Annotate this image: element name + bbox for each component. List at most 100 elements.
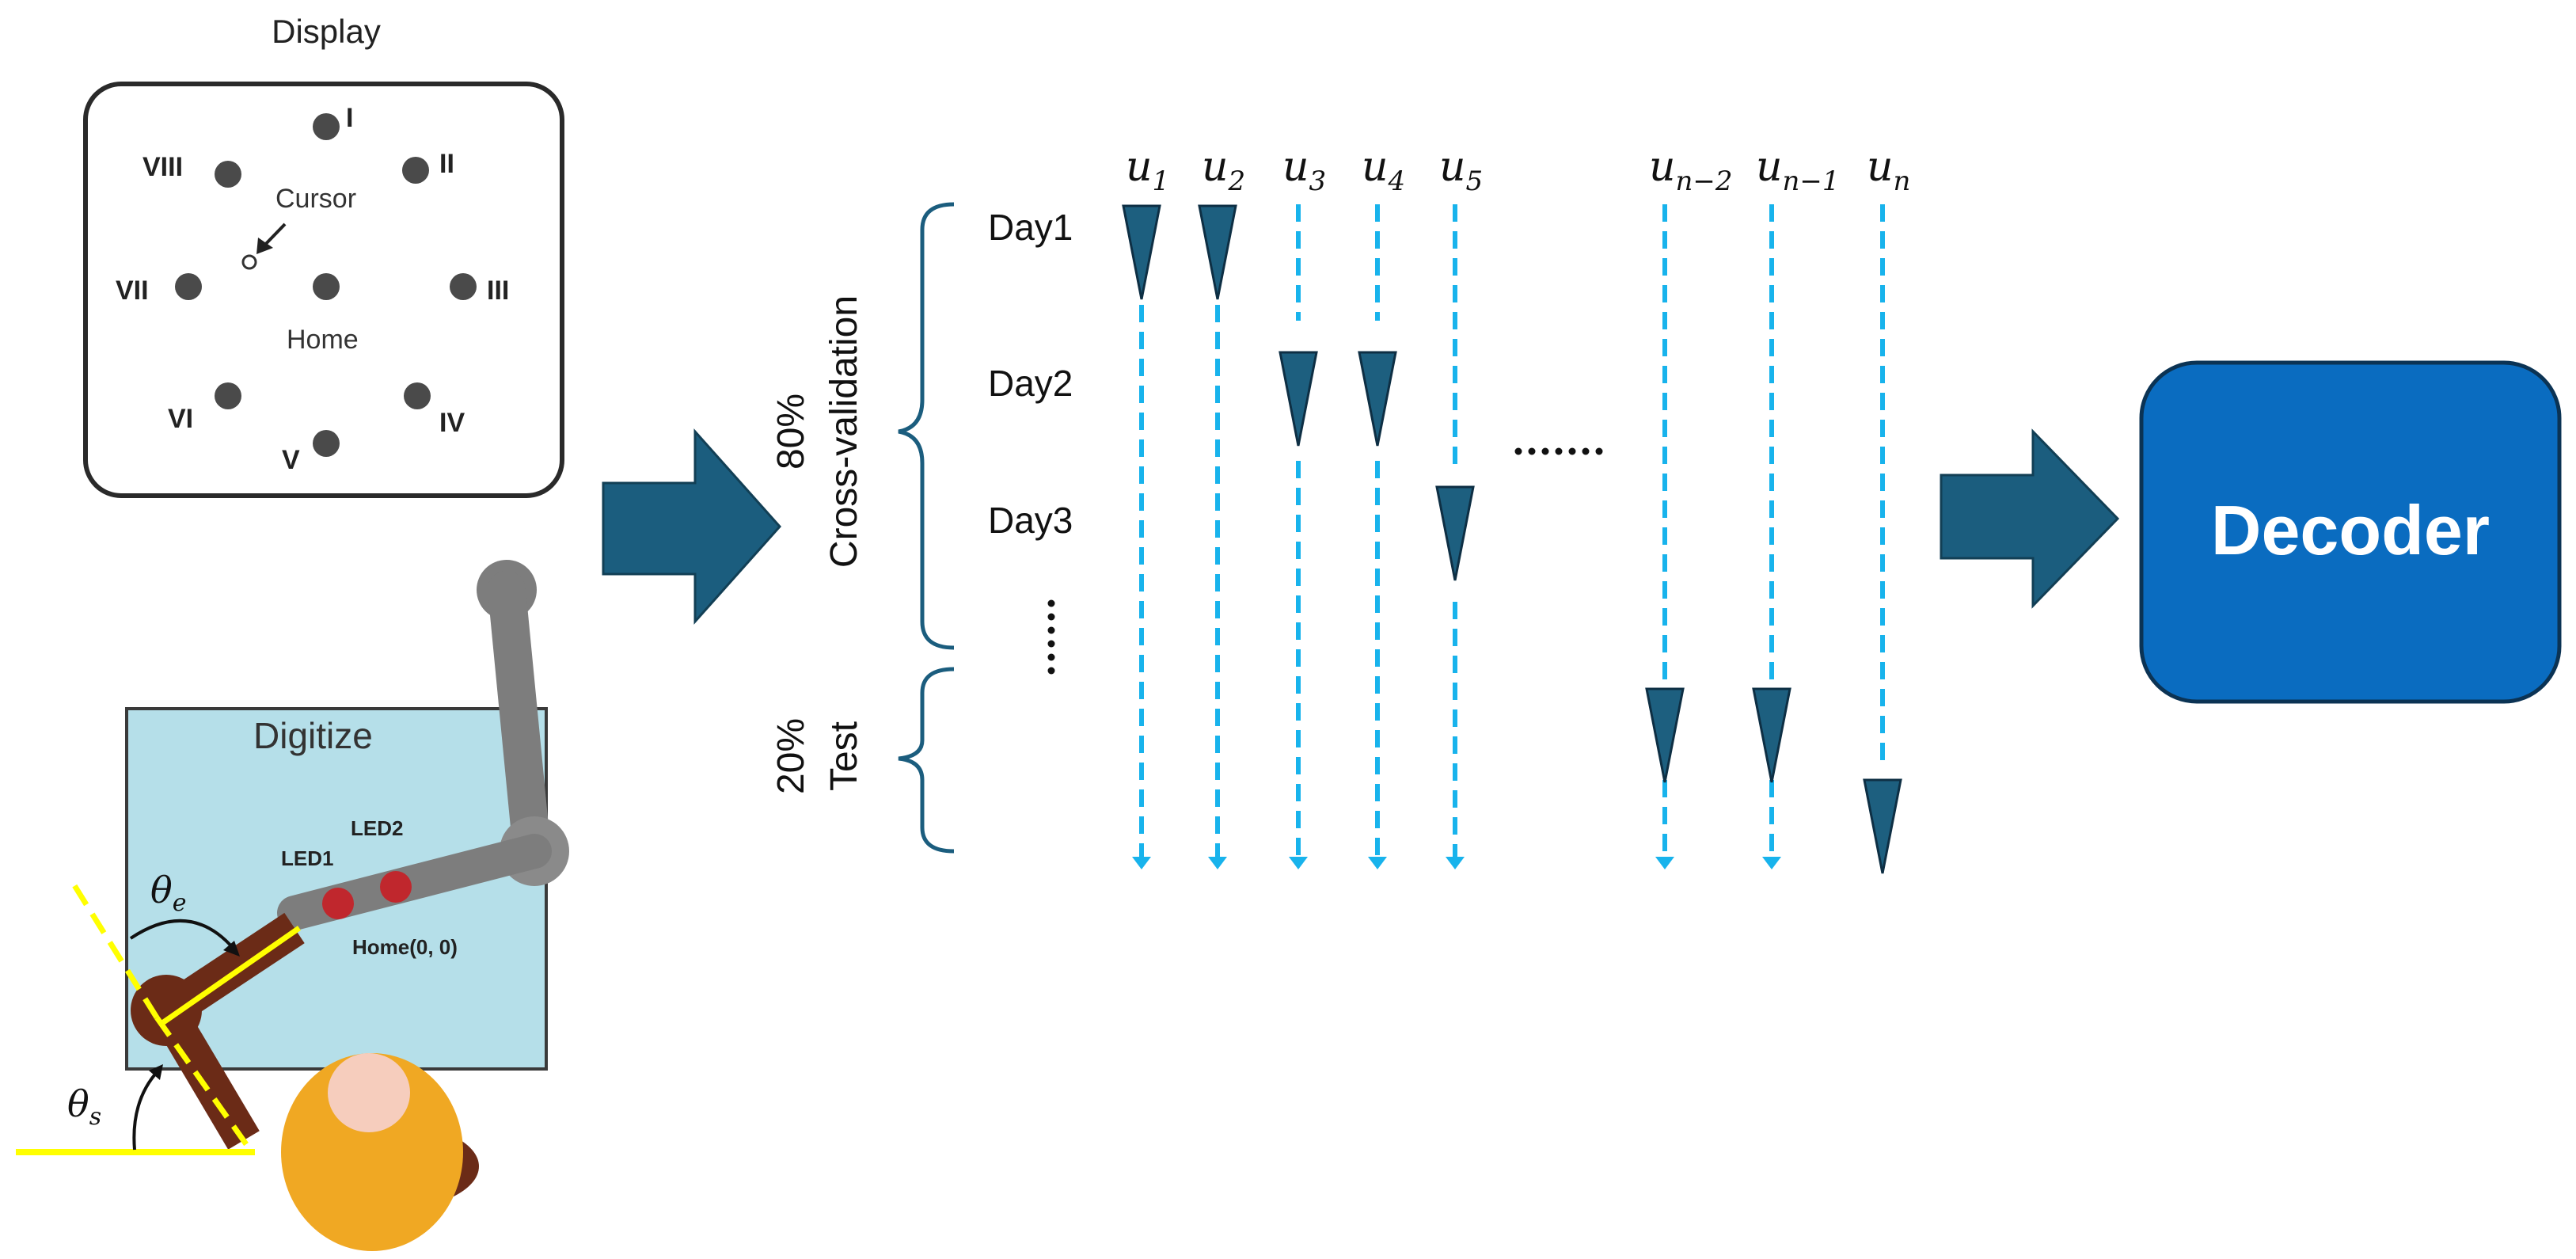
day3-label: Day3	[988, 500, 1073, 541]
target-label-v: V	[282, 445, 300, 475]
horizontal-ellipsis-dot	[1514, 447, 1522, 455]
unit-label-base: u	[1126, 143, 1153, 191]
cursor-arrow-head	[256, 238, 273, 254]
target-dot-i	[313, 113, 340, 140]
cursor-label: Cursor	[275, 184, 356, 214]
horizontal-ellipsis	[1514, 447, 1603, 455]
theta-s-symbol: θ	[67, 1082, 89, 1125]
cv-brace	[898, 202, 955, 650]
unit-label-subscript: 3	[1309, 165, 1327, 197]
session-marker	[1435, 485, 1475, 581]
theta-s-label: θs	[67, 1082, 101, 1131]
theta-s-arrowhead	[149, 1064, 163, 1080]
upper-arm-axis-dashed	[154, 1015, 254, 1154]
unit-column: un−1	[1752, 143, 1840, 869]
test-label: Test	[823, 721, 865, 791]
unit-column: u3	[1279, 143, 1326, 869]
display-title: Display	[272, 13, 381, 50]
unit-label: u1	[1126, 143, 1169, 197]
horizontal-ellipsis-dot	[1568, 447, 1576, 455]
nose-face	[328, 1053, 410, 1132]
theta-e-subscript: e	[173, 889, 187, 917]
unit-label-subscript: 5	[1466, 165, 1484, 197]
theta-s-arc	[132, 1069, 160, 1151]
session-marker	[1198, 204, 1237, 300]
unit-label-base: u	[1282, 143, 1309, 191]
left-flow-arrow	[602, 428, 782, 625]
human-shoulder-joint	[131, 975, 202, 1046]
robot-upper-link	[488, 571, 551, 870]
vertical-ellipsis-dot	[1047, 640, 1055, 648]
session-marker	[1752, 687, 1791, 783]
target-dot-iii	[450, 273, 477, 300]
cursor-dot	[241, 254, 257, 270]
test-percent-label: 20%	[770, 718, 812, 794]
target-dot-vii	[175, 273, 202, 300]
unit-label-subscript: 1	[1153, 165, 1170, 197]
target-dot-ii	[402, 157, 429, 184]
decoder-box	[2139, 360, 2562, 704]
target-label-vi: VI	[168, 404, 193, 434]
unit-label: un	[1867, 143, 1910, 197]
vertical-ellipsis-dot	[1047, 667, 1055, 675]
led2-dot	[380, 871, 412, 903]
target-dot-v	[313, 430, 340, 457]
timeline-arrowhead	[1655, 857, 1674, 869]
timeline-arrowhead	[1132, 857, 1151, 869]
unit-label-base: u	[1649, 143, 1676, 191]
unit-label-subscript: n−1	[1783, 165, 1840, 197]
timeline-arrowhead	[1446, 857, 1465, 869]
home-label: Home	[287, 325, 359, 355]
cv-label: Cross-validation	[823, 295, 865, 568]
unit-label: u3	[1282, 143, 1326, 197]
unit-label-base: u	[1362, 143, 1389, 191]
unit-label-subscript: 2	[1228, 165, 1246, 197]
horizontal-ellipsis-dot	[1528, 447, 1536, 455]
digitize-panel: Digitize LED1 LED2 Home(0, 0) θe θs	[16, 560, 569, 1251]
unit-column: u1	[1122, 143, 1169, 869]
day2-label: Day2	[988, 363, 1073, 404]
session-marker	[1863, 778, 1902, 874]
day1-label: Day1	[988, 207, 1073, 248]
horizontal-ellipsis-dot	[1582, 447, 1590, 455]
vertical-ellipsis-dot	[1047, 653, 1055, 661]
unit-column: un	[1863, 143, 1910, 874]
led1-label: LED1	[281, 846, 333, 870]
target-label-vii: VII	[116, 276, 149, 306]
unit-label: u2	[1202, 143, 1245, 197]
timeline-arrowhead	[1289, 857, 1308, 869]
unit-column: un−2	[1645, 143, 1733, 869]
theta-e-arc	[129, 919, 235, 950]
theta-s-subscript: s	[89, 1103, 101, 1131]
unit-label-subscript: n	[1894, 165, 1911, 197]
unit-column: u4	[1358, 143, 1405, 869]
data-split: 80% Cross-validation 20% Test Day1 Day2 …	[770, 202, 1603, 854]
target-label-iv: IV	[439, 408, 465, 438]
vertical-ellipsis-dot	[1047, 613, 1055, 621]
vertical-ellipsis-dot	[1047, 626, 1055, 634]
timeline-arrowhead	[1368, 857, 1387, 869]
vertical-ellipsis	[1047, 599, 1055, 675]
display-panel: Display I II III IV V VI VII VIII Cursor…	[83, 13, 564, 498]
unit-label-subscript: n−2	[1676, 165, 1733, 197]
horizontal-ellipsis-dot	[1595, 447, 1603, 455]
session-marker	[1358, 351, 1397, 447]
timeline-arrowhead	[1208, 857, 1227, 869]
test-brace	[898, 667, 955, 854]
unit-label-subscript: 4	[1388, 165, 1406, 197]
led2-label: LED2	[351, 816, 403, 840]
unit-label: u4	[1362, 143, 1405, 197]
target-label-iii: III	[487, 276, 509, 306]
head	[281, 1053, 463, 1251]
theta-e-symbol: θ	[150, 869, 173, 911]
unit-label-base: u	[1202, 143, 1229, 191]
elbow-extension-dashed	[70, 881, 159, 1019]
session-marker	[1645, 687, 1685, 783]
target-label-viii: VIII	[142, 152, 183, 182]
theta-e-arrowhead	[223, 941, 240, 957]
session-marker	[1279, 351, 1318, 447]
target-label-ii: II	[439, 149, 454, 179]
right-flow-arrow	[1940, 428, 2120, 609]
